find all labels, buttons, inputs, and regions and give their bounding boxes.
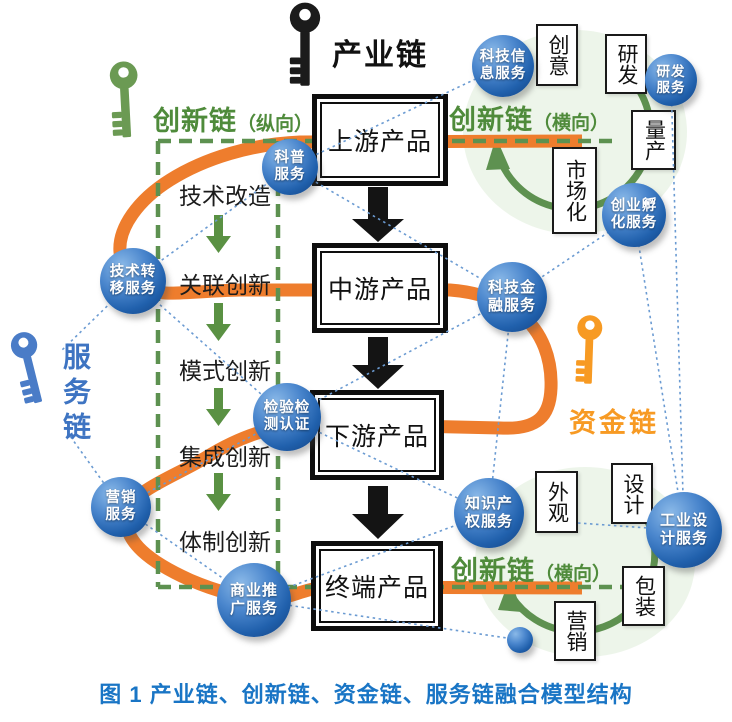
- sphere-ip-service: 知识产 权服务: [454, 478, 524, 548]
- innovation-key-icon: [109, 61, 138, 138]
- industry-chain-label: 产业链: [332, 39, 428, 72]
- bottom-cycle-box-design: 设计: [611, 463, 653, 524]
- sphere-tech-transfer-service: 技术转 移服务: [100, 248, 166, 314]
- innovation-chain-horizontal-top-label: 创新链（横向）: [449, 98, 609, 137]
- bottom-cycle-box-marketing: 营销: [554, 601, 596, 661]
- product-box-downstream-label: 下游产品: [324, 423, 429, 451]
- bottom-cycle-box-appearance: 外观: [535, 471, 578, 533]
- product-box-downstream: 下游产品: [310, 390, 444, 480]
- sphere-science-popularization-service: 科普 服务: [262, 139, 318, 195]
- product-box-midstream-label: 中游产品: [327, 276, 432, 304]
- figure-caption: 图 1 产业链、创新链、资金链、服务链融合模型结构: [99, 682, 633, 707]
- innovation-step-related-innovation: 关联创新: [179, 272, 271, 298]
- bottom-cycle-box-packaging: 包装: [622, 566, 665, 626]
- product-box-midstream: 中游产品: [312, 243, 448, 333]
- sphere-startup-incubation-service: 创业孵 化服务: [602, 183, 666, 247]
- sphere-business-promotion-service: 商业推 广服务: [217, 563, 291, 637]
- innovation-step-integrated-innovation: 集成创新: [179, 444, 271, 470]
- top-cycle-box-rd: 研发: [605, 34, 647, 94]
- innovation-chain-vertical-label-main: 创新链: [153, 106, 237, 136]
- service-chain-label: 服务链: [60, 342, 91, 447]
- sphere-industrial-design-service: 工业设 计服务: [646, 492, 722, 568]
- innovation-chain-horizontal-bottom-label: 创新链（横向）: [451, 549, 611, 588]
- innovation-step-system-innovation: 体制创新: [179, 529, 271, 555]
- service-key-icon: [10, 332, 43, 404]
- innovation-chain-horizontal-top-label-suffix: （横向）: [533, 113, 610, 134]
- sphere-inspection-testing-certification: 检验检 测认证: [253, 383, 321, 451]
- sphere-small-node: [507, 627, 533, 653]
- industry-key-icon: [289, 2, 321, 86]
- product-box-terminal-label: 终端产品: [324, 574, 429, 602]
- top-cycle-box-marketization: 市场化: [552, 147, 597, 234]
- sphere-scitech-finance-service: 科技金 融服务: [477, 262, 547, 332]
- innovation-chain-horizontal-top-label-main: 创新链: [449, 105, 533, 135]
- sphere-scitech-info-service: 科技信 息服务: [472, 35, 534, 97]
- innovation-step-tech-upgrade: 技术改造: [179, 183, 271, 209]
- product-box-terminal: 终端产品: [311, 541, 443, 631]
- sphere-marketing-service: 营销 服务: [91, 477, 151, 537]
- innovation-chain-vertical-label-suffix: （纵向）: [237, 114, 314, 135]
- product-flow-arrows: [352, 187, 404, 539]
- capital-chain-label: 资金链: [569, 408, 659, 438]
- innovation-chain-horizontal-bottom-label-main: 创新链: [451, 556, 535, 586]
- product-box-upstream: 上游产品: [312, 94, 448, 186]
- capital-key-icon: [575, 315, 603, 384]
- innovation-chain-vertical-label: 创新链（纵向）: [153, 99, 313, 138]
- sphere-rd-service: 研发 服务: [645, 54, 697, 106]
- innovation-step-model-innovation: 模式创新: [179, 358, 271, 384]
- top-cycle-box-creativity: 创意: [536, 24, 578, 86]
- top-cycle-box-mass-production: 量产: [631, 110, 676, 170]
- innovation-chain-horizontal-bottom-label-suffix: （横向）: [535, 564, 612, 585]
- product-box-upstream-label: 上游产品: [327, 128, 432, 156]
